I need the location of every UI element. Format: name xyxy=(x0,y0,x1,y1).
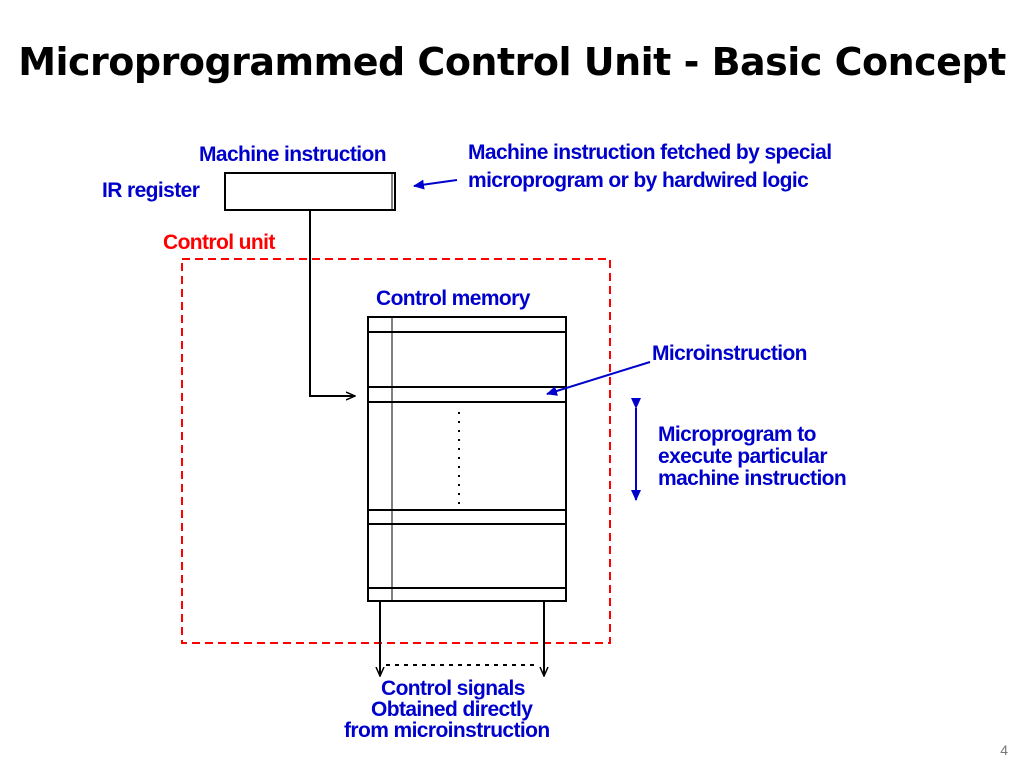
control-signals-line1: Control signals xyxy=(381,677,525,700)
ir-register-box xyxy=(224,172,396,211)
slide-title: Microprogrammed Control Unit - Basic Con… xyxy=(18,40,1006,84)
machine-instruction-label: Machine instruction xyxy=(199,143,387,166)
fetch-note-pointer xyxy=(413,179,458,190)
control-memory xyxy=(367,316,567,602)
page-number: 4 xyxy=(1000,742,1008,758)
fetch-note-line2: microprogram or by hardwired logic xyxy=(468,169,809,192)
control-memory-label: Control memory xyxy=(376,287,530,310)
ir-register-label: IR register xyxy=(102,179,200,202)
microinstruction-pointer xyxy=(546,361,651,396)
control-unit-label: Control unit xyxy=(163,231,275,254)
control-unit-boundary xyxy=(181,258,611,644)
microprogram-note: Microprogram to execute particular machi… xyxy=(658,423,847,491)
control-signals-line3: from microinstruction xyxy=(344,719,550,742)
fetch-note-line1: Machine instruction fetched by special xyxy=(468,141,832,164)
microinstruction-label: Microinstruction xyxy=(652,342,808,365)
control-signals-line2: Obtained directly xyxy=(371,698,533,721)
ir-to-memory-arrow xyxy=(309,210,355,396)
